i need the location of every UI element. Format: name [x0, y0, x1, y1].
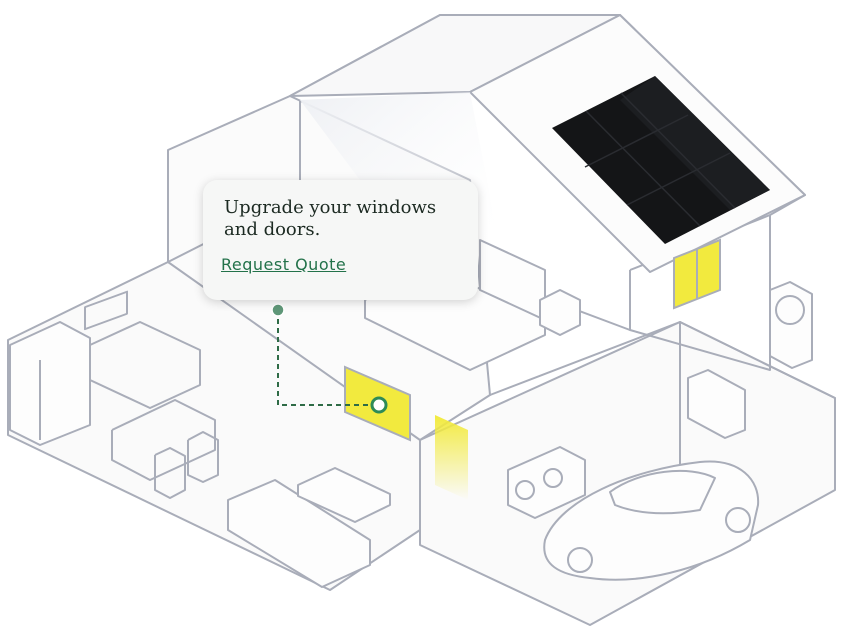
kitchen-counter	[89, 321, 201, 409]
sofa	[227, 479, 371, 588]
car	[543, 460, 760, 581]
anchor-dot-icon	[271, 303, 285, 317]
ac-unit	[769, 281, 813, 369]
fridge	[9, 321, 91, 446]
washer-dryer	[507, 446, 586, 519]
home-battery	[687, 369, 746, 439]
stool-2	[187, 431, 219, 483]
hotspot-tooltip: Upgrade your windows and doors. Request …	[203, 180, 478, 300]
connector-line	[277, 310, 378, 406]
request-quote-link[interactable]: Request Quote	[221, 255, 347, 274]
upper-window	[673, 238, 721, 310]
tooltip-message: Upgrade your windows and doors.	[224, 197, 437, 240]
island	[111, 399, 216, 481]
coffee-table	[297, 467, 391, 523]
solar-panel	[552, 76, 770, 244]
highlighted-door	[435, 415, 468, 500]
range-hood	[84, 290, 128, 331]
hotspot-marker-icon[interactable]	[370, 396, 388, 414]
stool-1	[154, 447, 186, 499]
garage-side-wall	[679, 321, 836, 490]
nightstand	[539, 289, 581, 336]
